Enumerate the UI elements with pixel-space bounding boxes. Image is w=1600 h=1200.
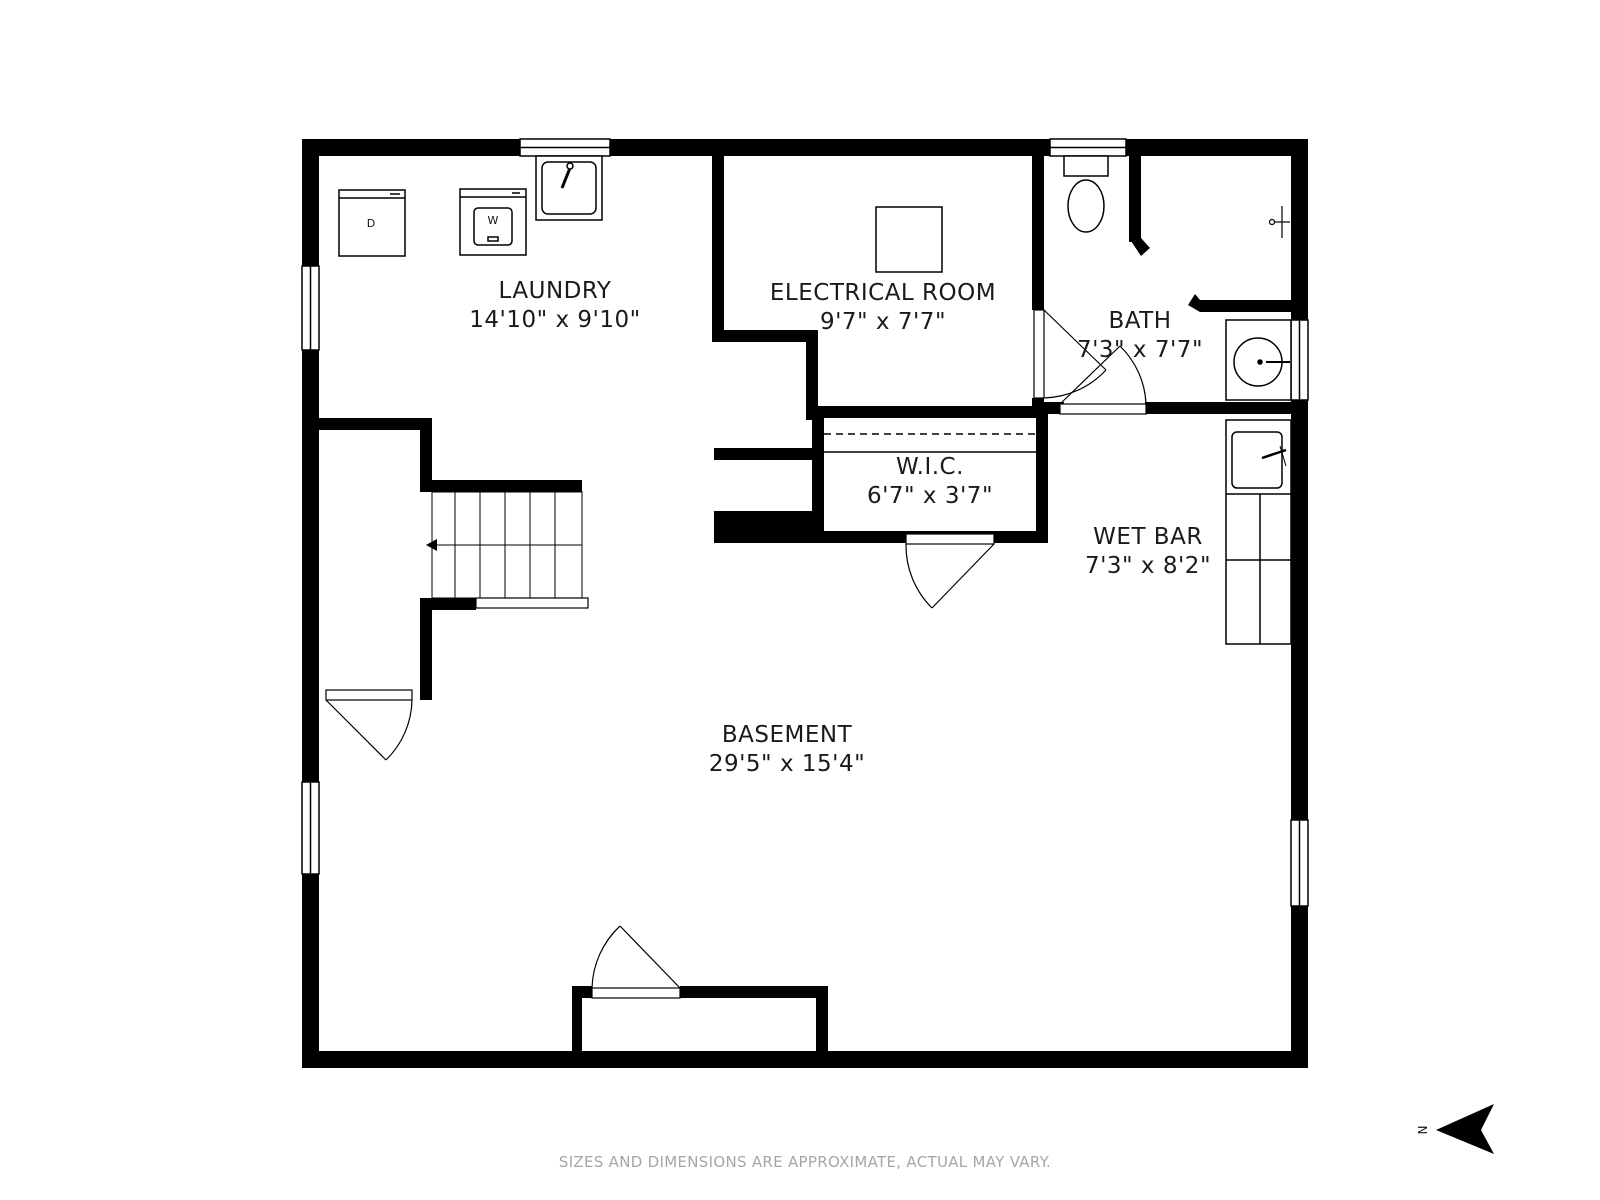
toilet-icon xyxy=(1063,155,1109,233)
alcove-wall-top-right xyxy=(680,986,826,998)
electrical-wall-bottom xyxy=(806,406,1044,418)
bath-wall-bottom xyxy=(1044,402,1064,414)
wall-top xyxy=(302,139,1308,156)
bath-partition-vertical xyxy=(1129,150,1141,242)
door-electrical xyxy=(1033,309,1107,399)
wall-bottom xyxy=(302,1051,1308,1068)
windows xyxy=(301,138,1309,907)
utility-sink-icon xyxy=(535,155,603,221)
electrical-wall-left xyxy=(712,150,724,340)
washer-icon: W xyxy=(459,188,527,256)
room-name-bath: BATH xyxy=(1108,308,1171,334)
stair-wall-left-lower xyxy=(420,598,432,700)
room-labels: LAUNDRY 14'10" x 9'10" ELECTRICAL ROOM 9… xyxy=(469,278,1211,777)
wic-wall-left xyxy=(812,406,824,541)
window-right-bath xyxy=(1290,319,1309,401)
room-name-electrical: ELECTRICAL ROOM xyxy=(770,280,996,306)
window-top-laundry xyxy=(519,138,611,157)
bath-partition-end xyxy=(1129,238,1150,256)
window-left-basement xyxy=(301,781,320,875)
stairs xyxy=(426,491,589,609)
north-arrow-icon xyxy=(1436,1104,1494,1154)
room-dims-wic: 6'7" x 3'7" xyxy=(867,483,993,509)
dryer-icon: D xyxy=(338,189,406,257)
room-dims-electrical: 9'7" x 7'7" xyxy=(820,309,946,335)
room-dims-basement: 29'5" x 15'4" xyxy=(709,751,865,777)
alcove-wall-top xyxy=(572,986,592,998)
door-wic xyxy=(905,533,995,609)
fixtures: D W xyxy=(338,155,1292,645)
room-name-laundry: LAUNDRY xyxy=(499,278,612,304)
room-dims-laundry: 14'10" x 9'10" xyxy=(469,307,640,333)
room-name-basement: BASEMENT xyxy=(722,722,853,748)
electrical-bath-divider xyxy=(1032,150,1044,310)
closet-wall-right-upper xyxy=(420,418,432,488)
wet-bar-counter-icon xyxy=(1225,419,1292,645)
closet-wall-top xyxy=(310,418,430,430)
bath-sink-icon xyxy=(1225,319,1292,401)
stair-arrow-icon xyxy=(426,539,458,551)
electrical-wall-step-down xyxy=(806,330,818,420)
interior-walls xyxy=(310,150,1295,1066)
stair-wall-top xyxy=(420,480,582,492)
compass: N xyxy=(1415,1104,1494,1154)
electrical-wall-step xyxy=(712,330,816,342)
alcove-wall-right xyxy=(816,986,828,1066)
door-closet xyxy=(325,689,413,761)
door-entry-bottom xyxy=(591,925,681,999)
room-name-wet-bar: WET BAR xyxy=(1093,524,1203,550)
bath-partition-horizontal xyxy=(1200,300,1294,312)
electrical-panel-icon xyxy=(875,206,943,273)
wall-stub-mid xyxy=(714,448,814,460)
room-dims-wet-bar: 7'3" x 8'2" xyxy=(1085,553,1211,579)
room-dims-bath: 7'3" x 7'7" xyxy=(1077,337,1203,363)
doors xyxy=(325,309,1147,999)
compass-label: N xyxy=(1415,1126,1429,1135)
window-top-bath xyxy=(1049,138,1127,157)
wic-wall-right xyxy=(1036,406,1048,541)
wic-wall-bottom-left xyxy=(714,511,812,543)
stair-wall-bottom-left xyxy=(420,598,476,610)
dryer-label: D xyxy=(367,217,375,230)
door-bath xyxy=(1059,345,1147,415)
window-left-laundry xyxy=(301,265,320,351)
window-right-basement xyxy=(1290,819,1309,907)
wall-right xyxy=(1291,139,1308,1068)
room-name-wic: W.I.C. xyxy=(896,454,964,480)
wic-shelf-icon xyxy=(824,433,1036,453)
bath-wall-bottom-right xyxy=(1145,402,1295,414)
disclaimer-text: SIZES AND DIMENSIONS ARE APPROXIMATE, AC… xyxy=(559,1153,1051,1171)
shower-fixture-icon xyxy=(1268,206,1290,238)
bath-partition-hook xyxy=(1188,294,1200,312)
washer-label: W xyxy=(488,214,499,227)
alcove-wall-top-left xyxy=(572,986,582,1066)
